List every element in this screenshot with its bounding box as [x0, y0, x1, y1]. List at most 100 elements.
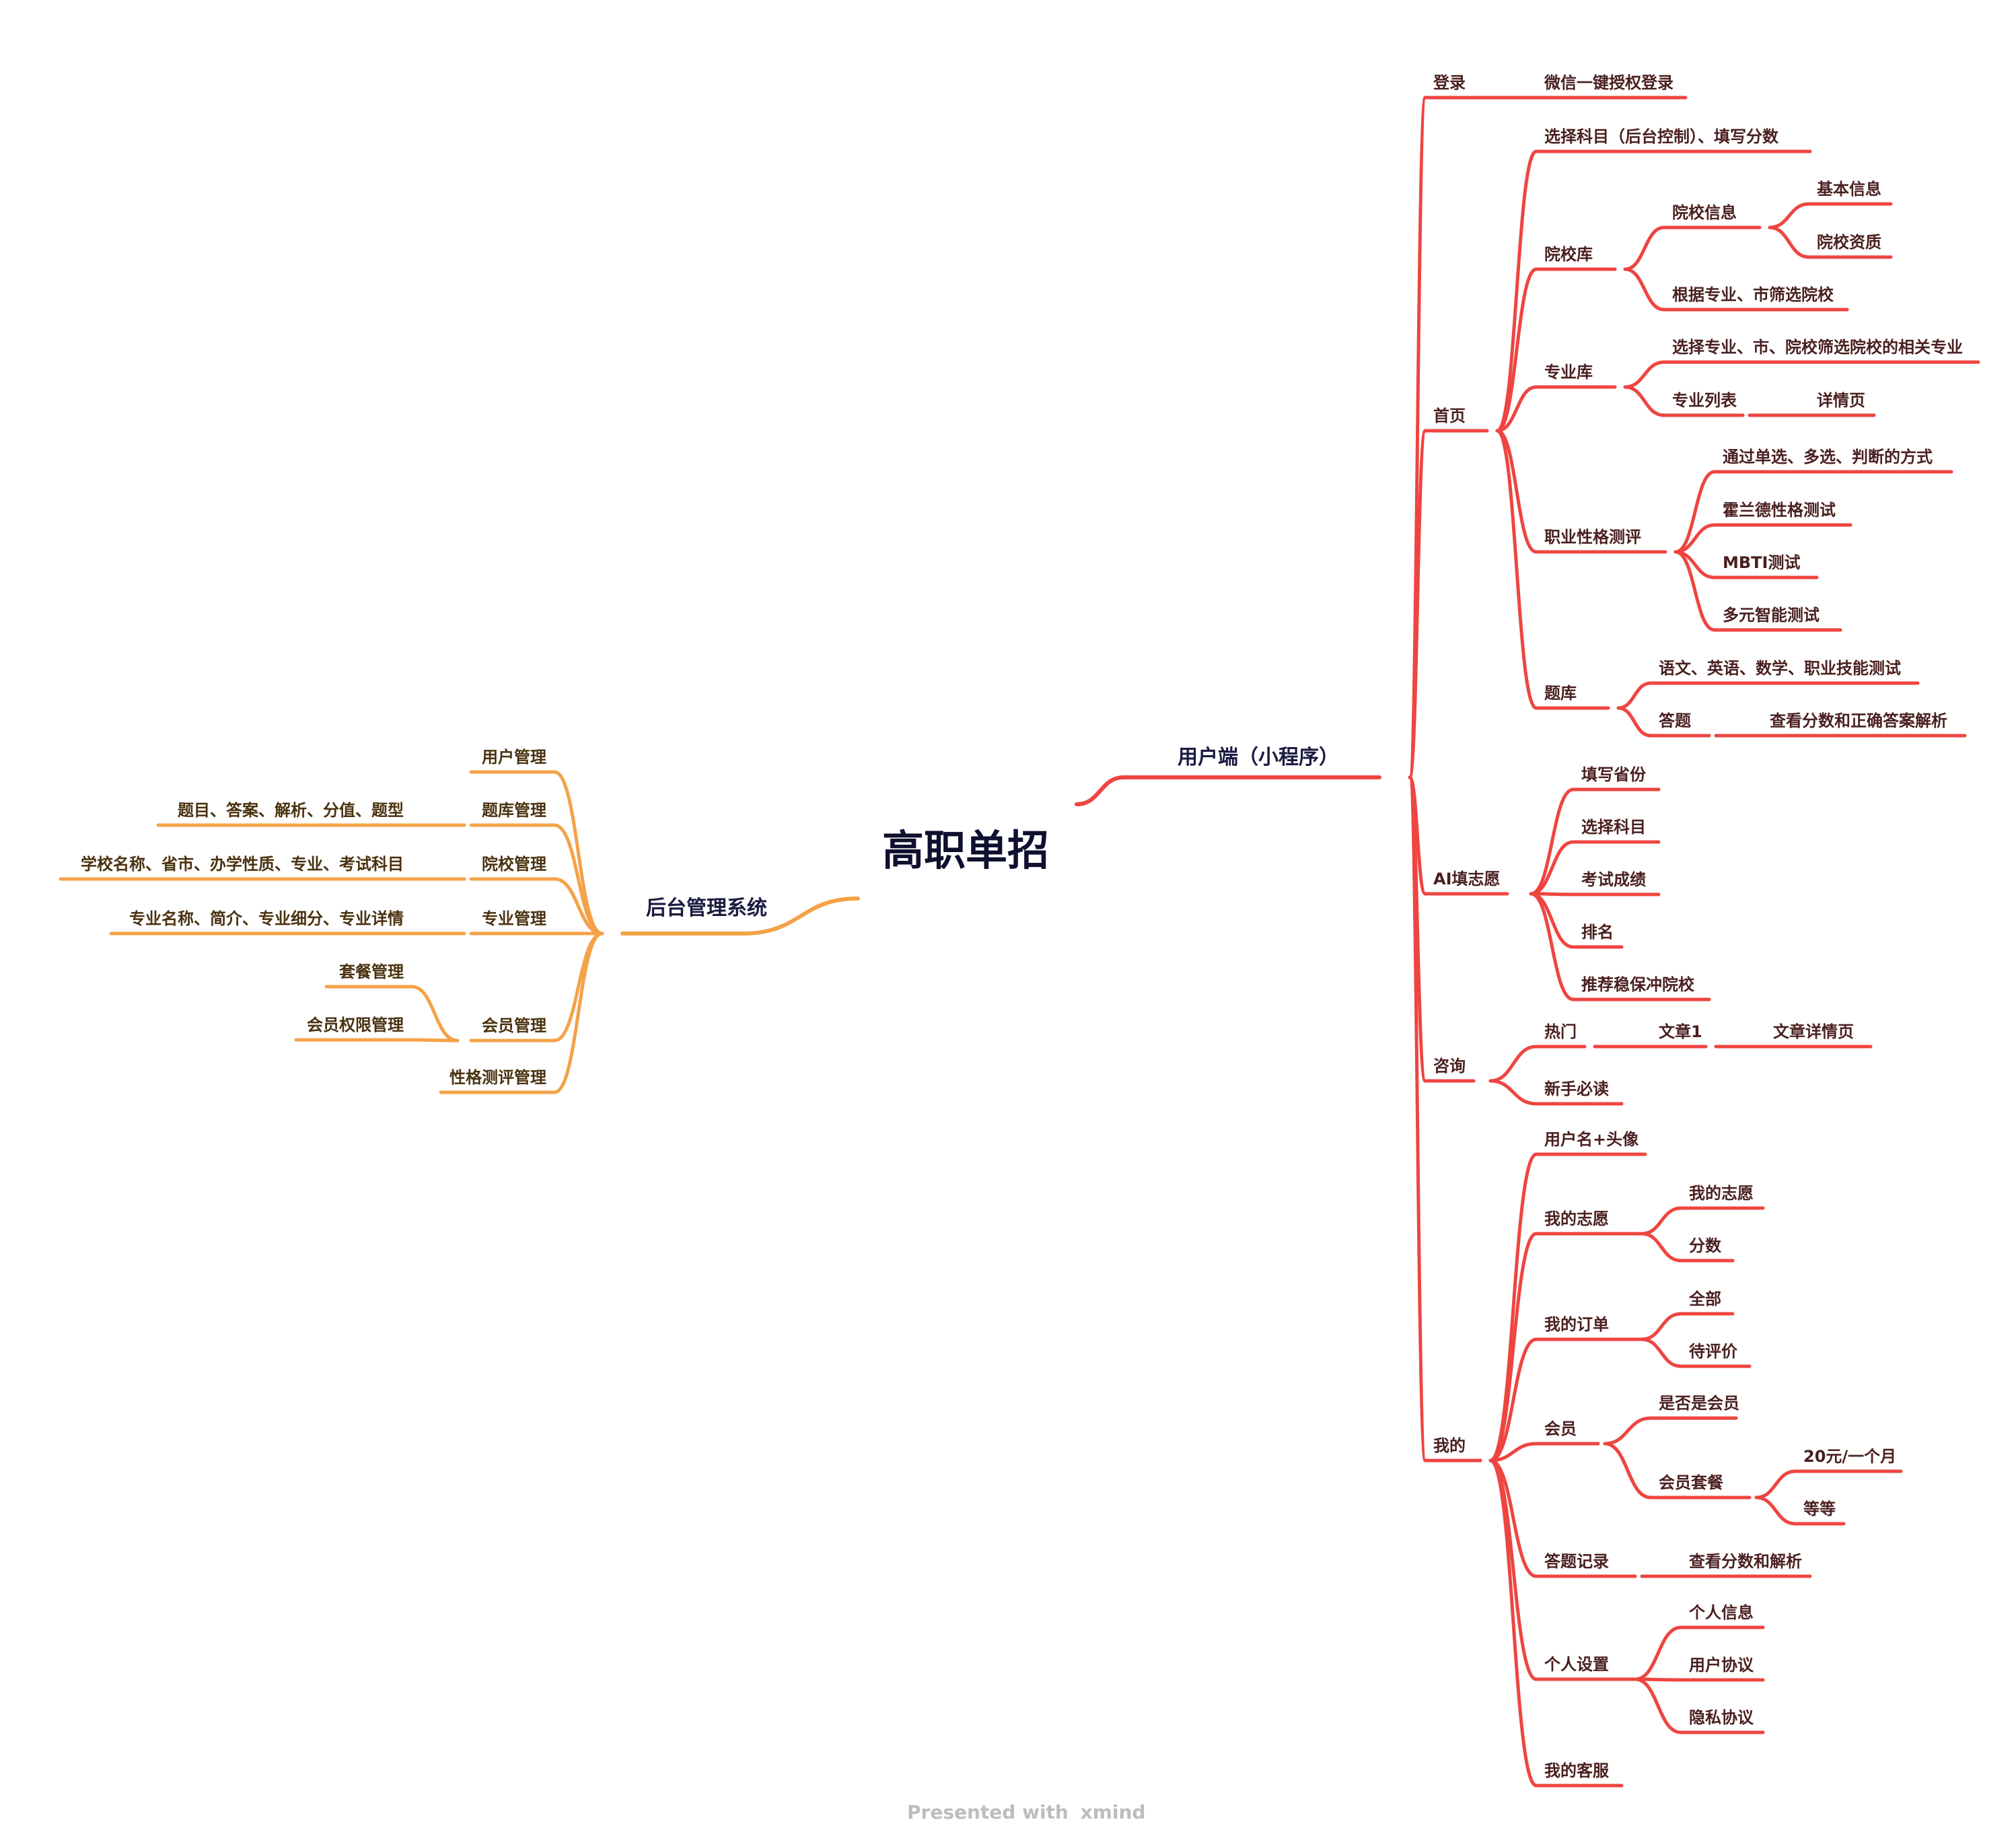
connector-lines: [59, 96, 1980, 1788]
topic-label[interactable]: 排名: [1581, 923, 1614, 942]
topic-label[interactable]: 等等: [1803, 1500, 1836, 1518]
topic-label[interactable]: 20元/一个月: [1803, 1447, 1896, 1466]
topic-label[interactable]: 会员管理: [482, 1016, 546, 1035]
topic-label[interactable]: 基本信息: [1817, 180, 1881, 199]
connector-line: [1495, 429, 1538, 710]
topic-label[interactable]: 待评价: [1689, 1342, 1738, 1361]
topic-label[interactable]: 我的志愿: [1544, 1209, 1609, 1228]
connector-line: [1633, 1677, 1683, 1734]
topic-label[interactable]: 院校资质: [1817, 233, 1881, 252]
connector-line: [552, 931, 604, 1094]
topic-label[interactable]: 热门: [1544, 1022, 1577, 1041]
root-topic-title[interactable]: 高职单招: [882, 826, 1049, 875]
connector-line: [1623, 385, 1666, 417]
footer-watermark: Presented with xmind: [907, 1801, 1145, 1823]
topic-label[interactable]: 院校信息: [1672, 203, 1737, 222]
topic-label[interactable]: 全部: [1688, 1290, 1721, 1308]
connector-line: [1495, 429, 1538, 554]
connector-line: [1673, 470, 1717, 554]
connector-line: [1616, 681, 1653, 710]
connector-line: [1623, 225, 1666, 271]
topic-label[interactable]: 查看分数和正确答案解析: [1770, 711, 1947, 730]
topic-label[interactable]: 院校管理: [482, 855, 546, 874]
topic-label[interactable]: 登录: [1433, 73, 1466, 92]
topic-label[interactable]: 选择专业、市、院校筛选院校的相关专业: [1672, 338, 1963, 357]
topic-label[interactable]: 会员权限管理: [307, 1016, 404, 1034]
topic-label[interactable]: 用户管理: [482, 748, 546, 767]
connector-line: [1488, 1152, 1538, 1463]
topic-label[interactable]: 个人设置: [1544, 1655, 1609, 1674]
topic-label[interactable]: 详情页: [1817, 391, 1865, 410]
topic-label[interactable]: 我的: [1433, 1436, 1466, 1455]
topic-label[interactable]: 分数: [1689, 1236, 1722, 1255]
topic-label[interactable]: 后台管理系统: [646, 896, 767, 920]
topic-label[interactable]: 查看分数和解析: [1689, 1552, 1802, 1571]
topic-label[interactable]: 根据专业、市筛选院校: [1672, 285, 1834, 304]
topic-label[interactable]: 性格测评管理: [449, 1068, 546, 1087]
topic-label[interactable]: 霍兰德性格测试: [1723, 501, 1836, 520]
connector-line: [1488, 1458, 1538, 1788]
topic-label[interactable]: 我的客服: [1544, 1761, 1610, 1780]
topic-label[interactable]: 用户名+头像: [1544, 1130, 1639, 1149]
connector-line: [1488, 1458, 1538, 1578]
footer-brand-text: xmind: [1081, 1801, 1146, 1823]
topic-label[interactable]: MBTI测试: [1723, 553, 1800, 572]
topic-label[interactable]: 微信一键授权登录: [1544, 73, 1673, 92]
connector-line: [1408, 775, 1427, 1463]
topic-label[interactable]: 院校库: [1544, 245, 1593, 264]
topic-label[interactable]: 多元智能测试: [1723, 606, 1820, 625]
topic-label[interactable]: 用户协议: [1689, 1656, 1754, 1675]
topic-label[interactable]: 我的志愿: [1689, 1184, 1754, 1203]
connector-line: [410, 1038, 460, 1043]
connector-line: [1623, 267, 1666, 312]
topic-label[interactable]: 专业名称、简介、专业细分、专业详情: [129, 909, 404, 928]
topic-label[interactable]: 是否是会员: [1659, 1394, 1739, 1413]
topic-label[interactable]: 学校名称、省市、办学性质、专业、考试科目: [81, 855, 404, 874]
topic-label[interactable]: 答题: [1659, 711, 1691, 730]
topic-label[interactable]: 文章1: [1659, 1022, 1702, 1041]
topic-label[interactable]: 会员: [1544, 1419, 1577, 1438]
topic-label[interactable]: 我的订单: [1544, 1315, 1609, 1334]
topic-label[interactable]: 职业性格测评: [1544, 528, 1641, 547]
connector-line: [410, 985, 460, 1043]
topic-label[interactable]: 个人信息: [1689, 1603, 1754, 1622]
topic-label[interactable]: AI填志愿: [1433, 870, 1501, 888]
connector-line: [1754, 1495, 1797, 1526]
topic-label[interactable]: 咨询: [1433, 1057, 1466, 1076]
connector-line: [1623, 360, 1666, 389]
connector-line: [1603, 1442, 1653, 1500]
connector-line: [1673, 550, 1717, 632]
topic-label[interactable]: 首页: [1433, 407, 1466, 425]
connector-line: [1754, 1469, 1797, 1500]
topic-label[interactable]: 用户端（小程序）: [1178, 746, 1339, 769]
topic-label[interactable]: 答题记录: [1544, 1552, 1609, 1571]
topic-label[interactable]: 专业库: [1544, 363, 1593, 382]
topic-label[interactable]: 语文、英语、数学、职业技能测试: [1659, 659, 1901, 678]
topic-label[interactable]: 题库: [1544, 684, 1577, 703]
topic-label[interactable]: 选择科目（后台控制）、填写分数: [1544, 127, 1779, 146]
connector-line: [1495, 385, 1538, 433]
topic-label[interactable]: 新手必读: [1544, 1080, 1609, 1098]
topic-label[interactable]: 隐私协议: [1689, 1708, 1754, 1727]
topic-label[interactable]: 填写省份: [1581, 765, 1647, 784]
topic-label[interactable]: 专业列表: [1672, 391, 1737, 410]
topic-label[interactable]: 套餐管理: [339, 962, 404, 981]
topic-label[interactable]: 通过单选、多选、判断的方式: [1723, 448, 1933, 466]
topic-label[interactable]: 专业管理: [482, 909, 546, 928]
topic-label[interactable]: 推荐稳保冲院校: [1581, 975, 1695, 994]
connector-line: [1603, 1416, 1653, 1446]
topic-label[interactable]: 会员套餐: [1659, 1473, 1724, 1492]
connector-line: [1633, 1625, 1683, 1681]
topic-label[interactable]: 文章详情页: [1773, 1022, 1854, 1041]
topic-label[interactable]: 题库管理: [482, 801, 546, 820]
connector-line: [1616, 706, 1653, 738]
connector-line: [1495, 149, 1538, 433]
connector-line: [1075, 775, 1126, 806]
connector-line: [552, 877, 604, 936]
topic-label[interactable]: 选择科目: [1581, 818, 1646, 837]
footer-presented-text: Presented with: [907, 1801, 1069, 1823]
topic-label[interactable]: 考试成绩: [1581, 870, 1646, 889]
topic-label[interactable]: 题目、答案、解析、分值、题型: [178, 801, 404, 820]
connector-line: [1488, 1079, 1538, 1106]
